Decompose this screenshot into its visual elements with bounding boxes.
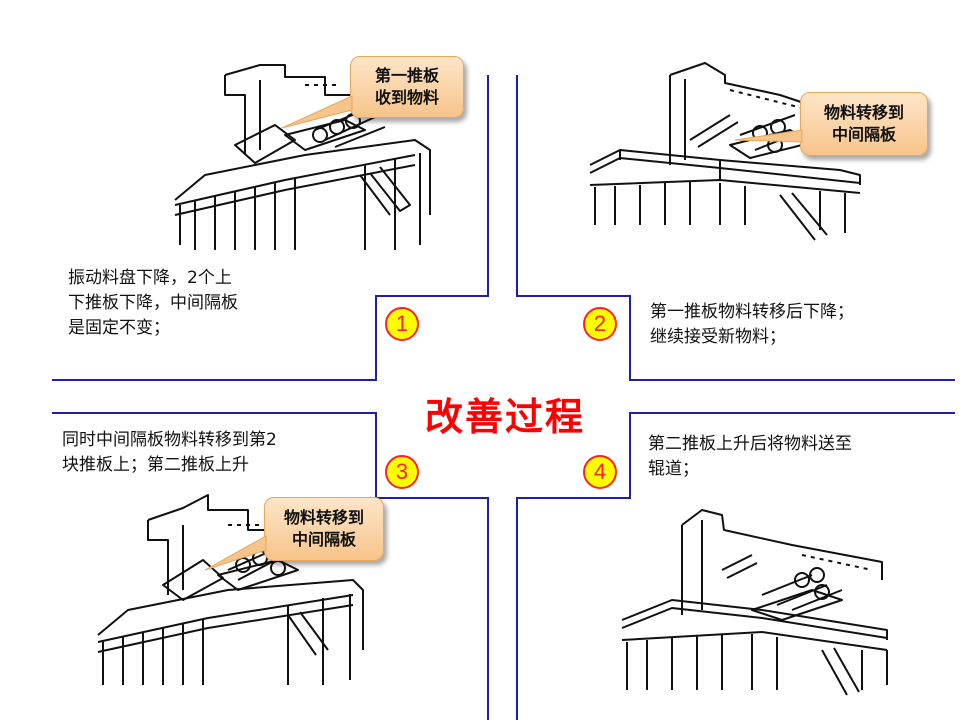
step-1-description: 振动料盘下降，2个上 下推板下降，中间隔板 是固定不变； — [68, 266, 238, 341]
callout-step-2: 物料转移到 中间隔板 — [800, 92, 928, 156]
divider-bottom-right — [516, 412, 955, 720]
callout-step-3: 物料转移到 中间隔板 — [264, 497, 384, 561]
step-4-line-2: 辊道； — [648, 459, 699, 479]
step-1-line-2: 下推板下降，中间隔板 — [68, 293, 238, 313]
divider-top-left — [52, 75, 489, 381]
step-badge-3: 3 — [385, 455, 419, 489]
callout-2-line-1: 物料转移到 — [823, 103, 904, 122]
callout-3-pointer — [204, 535, 267, 571]
callout-1-line-2: 收到物料 — [374, 88, 439, 107]
callout-1-line-1: 第一推板 — [374, 66, 439, 85]
callout-2-line-2: 中间隔板 — [831, 125, 896, 144]
step-3-line-1: 同时中间隔板物料转移到第2 — [62, 430, 277, 450]
mechanism-illustration-1 — [174, 64, 431, 250]
step-3-description: 同时中间隔板物料转移到第2 块推板上；第二推板上升 — [62, 428, 277, 478]
page-title: 改善过程 — [424, 395, 585, 439]
step-badge-1: 1 — [385, 307, 419, 341]
mechanism-illustration-4 — [621, 509, 888, 696]
callout-3-line-2: 中间隔板 — [291, 530, 356, 549]
step-4-description: 第二推板上升后将物料送至 辊道； — [648, 432, 852, 482]
step-2-line-2: 继续接受新物料； — [650, 327, 786, 347]
mechanism-illustration-3 — [97, 494, 364, 685]
step-4-line-1: 第二推板上升后将物料送至 — [648, 434, 852, 454]
callout-2-pointer — [734, 129, 803, 143]
callout-step-1: 第一推板 收到物料 — [350, 56, 464, 118]
step-3-line-2: 块推板上；第二推板上升 — [62, 455, 249, 475]
step-1-line-3: 是固定不变； — [68, 318, 170, 338]
callout-3-line-1: 物料转移到 — [283, 508, 364, 527]
step-2-line-1: 第一推板物料转移后下降； — [650, 302, 854, 322]
step-badge-2: 2 — [583, 307, 617, 341]
divider-top-right — [516, 75, 955, 381]
step-1-line-1: 振动料盘下降，2个上 — [68, 268, 232, 288]
step-2-description: 第一推板物料转移后下降； 继续接受新物料； — [650, 300, 854, 350]
step-badge-4: 4 — [583, 455, 617, 489]
callout-1-pointer — [281, 95, 353, 129]
